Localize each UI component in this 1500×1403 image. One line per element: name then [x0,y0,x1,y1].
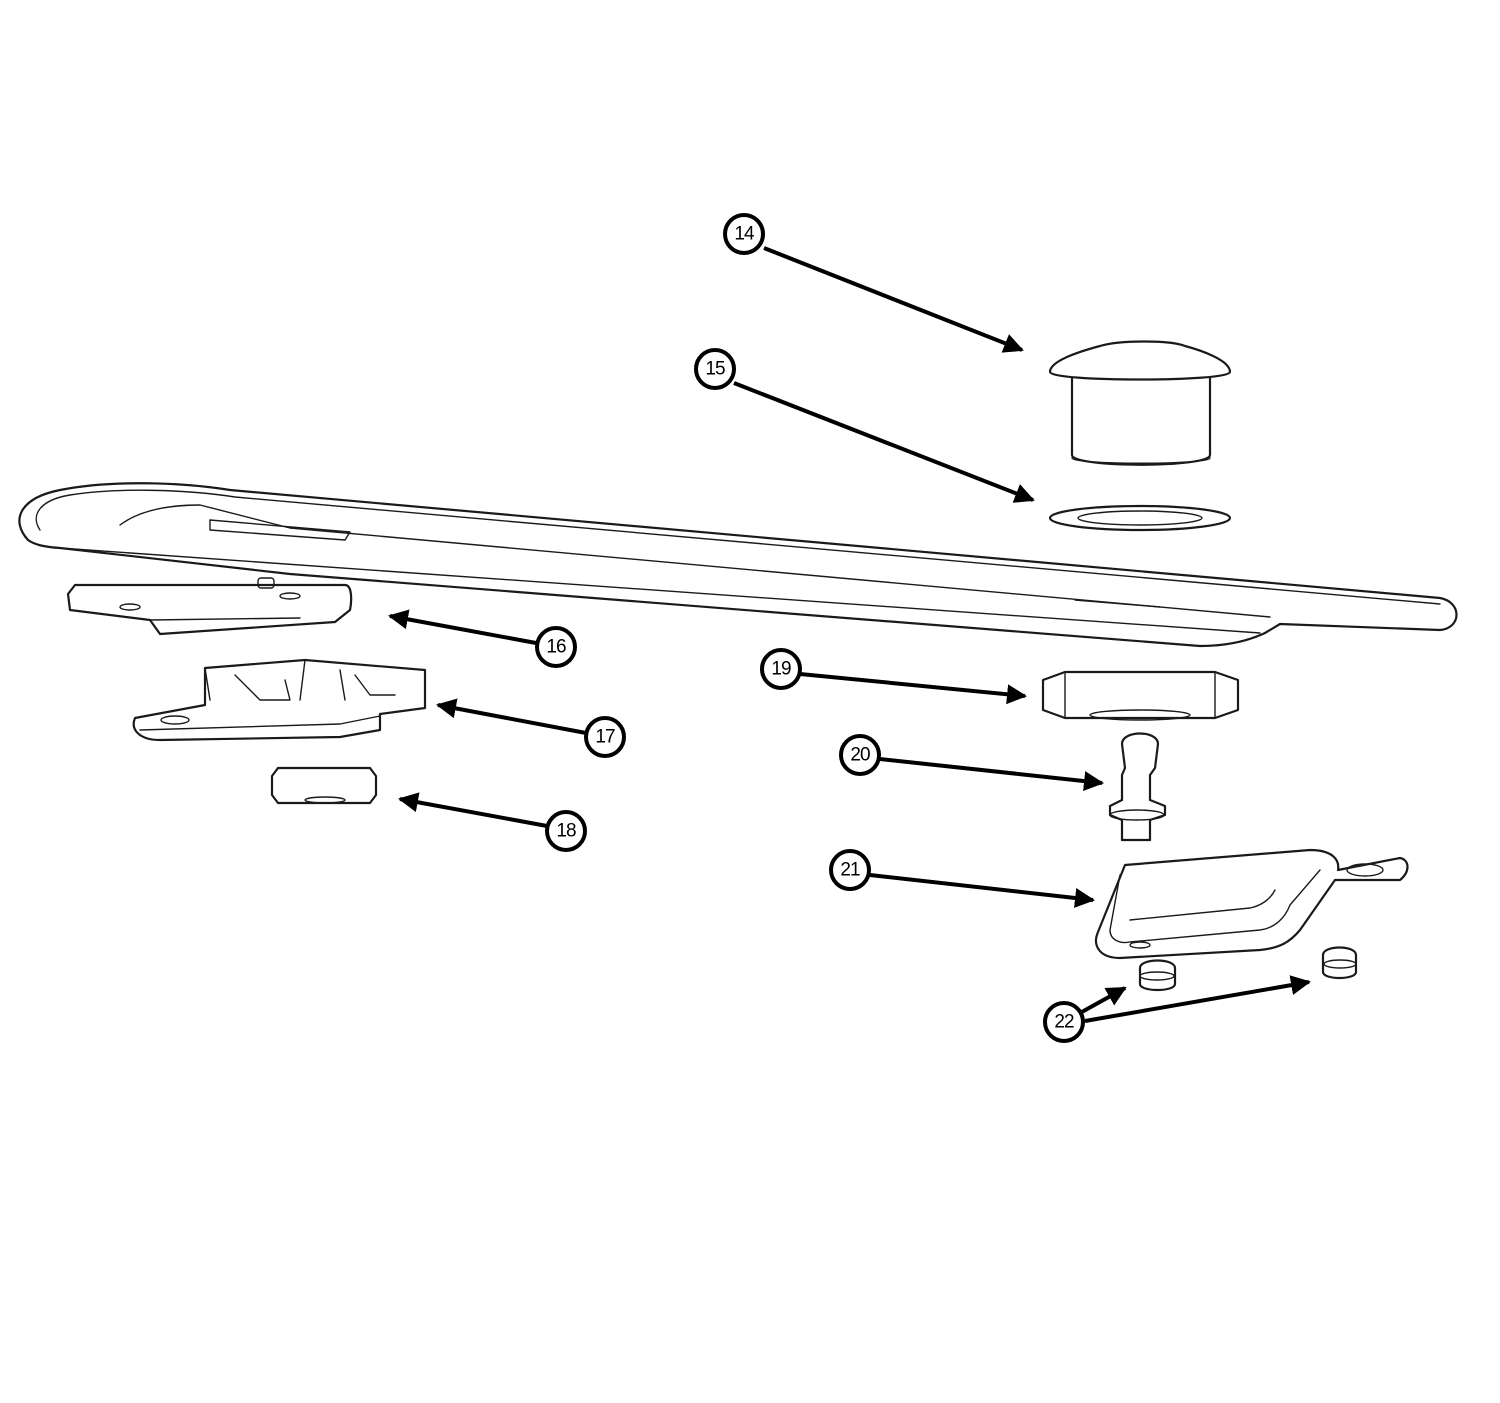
callout-22: 22 [1043,1001,1085,1043]
callout-label-15: 15 [705,359,725,380]
leader-16 [388,609,537,645]
callout-label-14: 14 [734,224,755,245]
leader-21 [869,873,1095,908]
callout-21: 21 [829,849,871,891]
leader-lines [388,246,1311,1023]
plate-part-21 [1094,848,1409,960]
leader-18 [398,792,548,828]
leader-14 [763,246,1024,353]
callout-label-21: 21 [840,860,860,881]
leader-22a [1079,986,1127,1015]
callout-16: 16 [535,626,577,668]
ball-stud-part-20 [1108,732,1167,842]
leader-20 [879,757,1104,792]
hex-nut-part-19 [1041,670,1240,721]
callout-19: 19 [760,648,802,690]
callout-18: 18 [545,810,587,852]
callout-label-22: 22 [1054,1012,1074,1033]
bushing-part-22-left [1138,959,1177,992]
washer-part [1048,504,1232,532]
callout-label-16: 16 [546,637,566,658]
leader-19 [799,672,1027,705]
leader-22b [1084,975,1311,1023]
callout-label-20: 20 [850,745,870,766]
callout-label-18: 18 [556,821,576,842]
callout-label-17: 17 [595,727,615,748]
callout-label-19: 19 [771,659,791,680]
cap-part [1048,340,1232,466]
bushing-part-22-right [1321,946,1358,980]
callout-14: 14 [723,213,765,255]
callout-17: 17 [584,716,626,758]
callout-20: 20 [839,734,881,776]
leader-15 [733,381,1035,503]
keeper-part-17 [132,658,427,742]
nut-part-18 [270,766,378,805]
leader-17 [436,698,587,735]
callout-15: 15 [694,348,736,390]
bracket-part-16 [66,577,353,636]
stay-arm [18,482,1458,648]
